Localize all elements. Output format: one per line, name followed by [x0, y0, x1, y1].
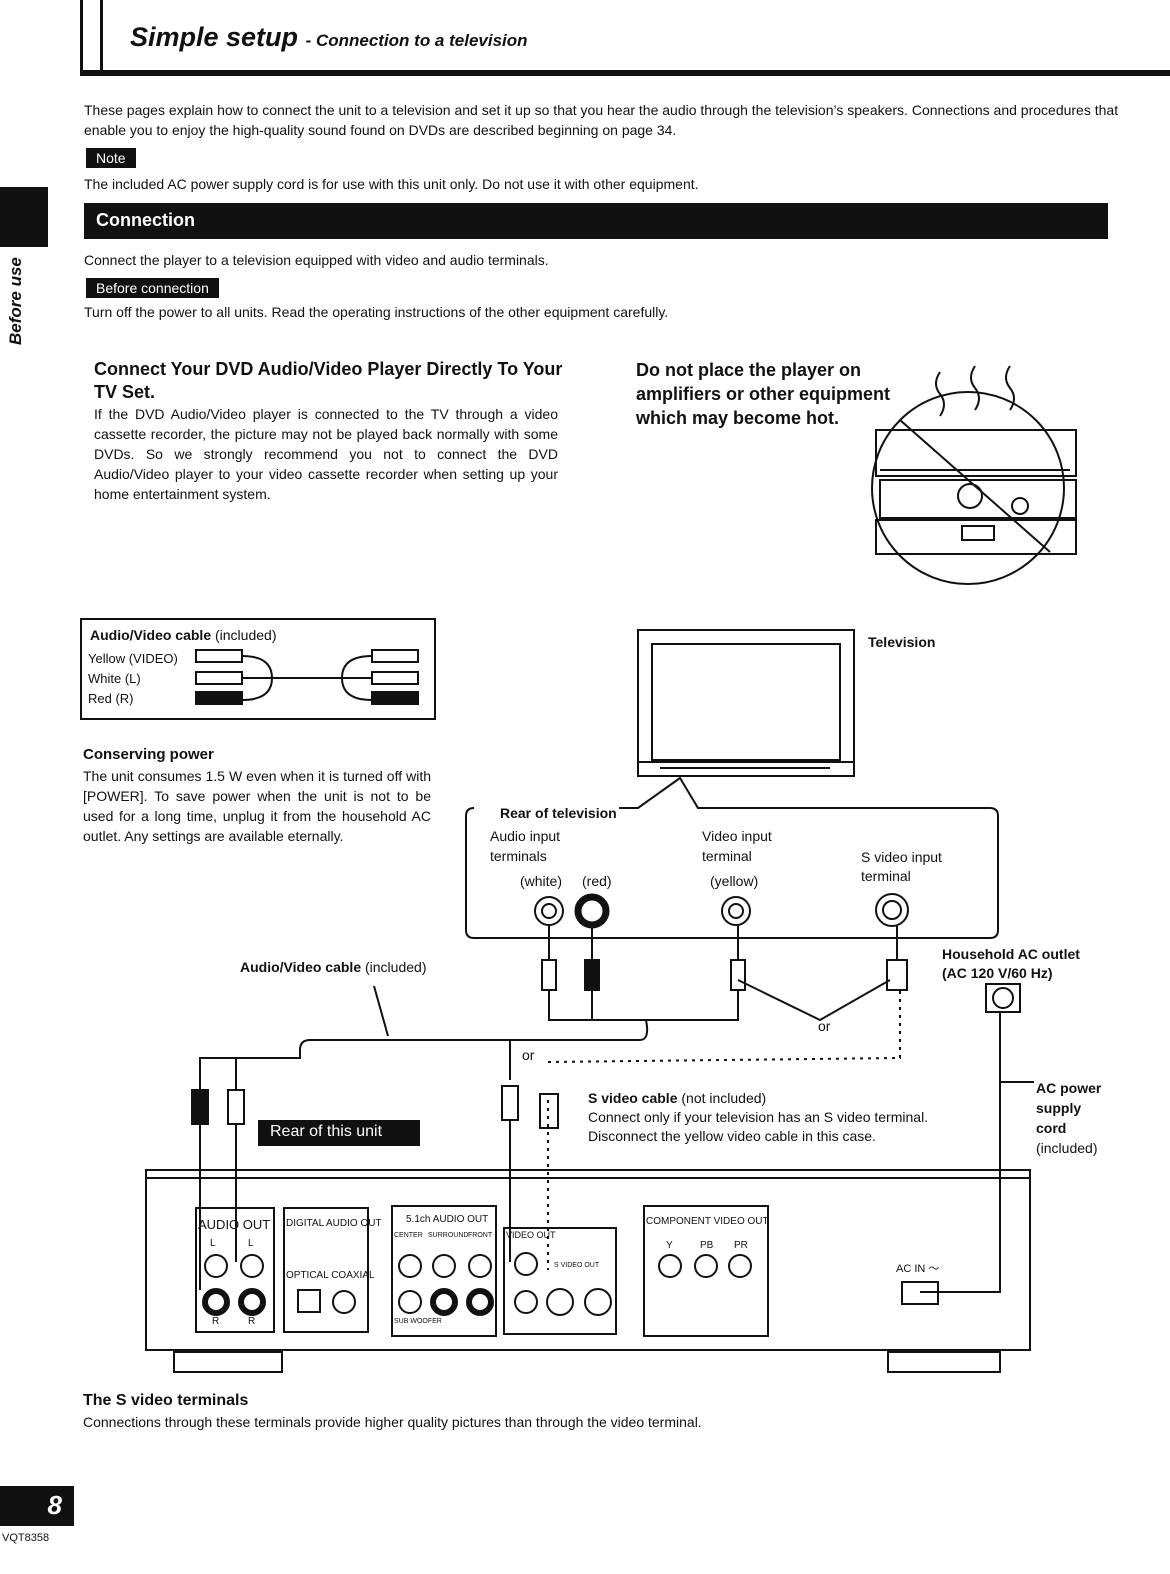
center-label: CENTER — [394, 1232, 423, 1239]
side-tab — [0, 187, 48, 247]
s-video-out-label: S VIDEO OUT — [554, 1262, 600, 1269]
audio-input-label-1: Audio input — [490, 828, 561, 844]
red-label: (red) — [582, 873, 612, 889]
pr-label: PR — [734, 1240, 748, 1251]
cable-row-yellow: Yellow (VIDEO) — [88, 651, 178, 666]
y-label: Y — [666, 1240, 673, 1251]
header-left-rule-inner — [100, 0, 103, 76]
household-outlet-label-1: Household AC outlet — [942, 946, 1080, 962]
s-video-input-label-1: S video input — [861, 849, 942, 865]
conserving-power-text: The unit consumes 1.5 W even when it is … — [83, 768, 431, 844]
pb-label: PB — [700, 1240, 714, 1251]
television-label: Television — [868, 634, 936, 650]
ac-power-label-1: AC power — [1036, 1080, 1102, 1096]
note-text: The included AC power supply cord is for… — [84, 176, 699, 192]
video-input-label-1: Video input — [702, 828, 772, 844]
video-input-label-2: terminal — [702, 848, 752, 864]
component-video-out-label: COMPONENT VIDEO OUT — [646, 1216, 769, 1227]
s-video-cable-note-2: Disconnect the yellow video cable in thi… — [588, 1128, 876, 1144]
heat-warning: Do not place the player on amplifiers or… — [636, 360, 891, 428]
av-cable-diagram-label-rest: (included) — [361, 959, 427, 975]
ac-power-label-4: (included) — [1036, 1140, 1098, 1156]
page-number: 8 — [0, 1486, 74, 1526]
av-cable-box-title-bold: Audio/Video cable — [90, 627, 212, 643]
connection-heading: Connection — [96, 210, 195, 230]
av-cable-box-title: Audio/Video cable (included) — [90, 625, 276, 645]
subwoofer-label: SUB WOOFER — [394, 1318, 442, 1325]
direct-connect-text: If the DVD Audio/Video player is connect… — [94, 406, 558, 502]
audio-out-l-label-2: L — [248, 1238, 254, 1249]
audio-out-r-label-1: R — [212, 1316, 220, 1327]
av-cable-box — [80, 618, 436, 720]
av-cable-illustration — [195, 649, 419, 705]
audio-input-label-2: terminals — [490, 848, 547, 864]
rear-unit-label: Rear of this unit — [270, 1123, 383, 1140]
page-title: Simple setup - Connection to a televisio… — [130, 22, 528, 53]
before-connection-text: Turn off the power to all units. Read th… — [84, 304, 669, 320]
or-label-1: or — [818, 1018, 831, 1034]
note-tag: Note — [86, 148, 136, 168]
s-video-terminals-text: Connections through these terminals prov… — [83, 1414, 702, 1430]
av-cable-box-title-rest: (included) — [211, 627, 277, 643]
s-video-cable-note-1: Connect only if your television has an S… — [588, 1109, 929, 1125]
television-illustration — [637, 629, 855, 777]
intro-paragraph: These pages explain how to connect the u… — [84, 102, 1119, 138]
s-video-terminals-title: The S video terminals — [83, 1392, 249, 1409]
s-video-cable-label-bold: S video cable — [588, 1090, 678, 1106]
front-label: FRONT — [468, 1232, 493, 1239]
video-out-label: VIDEO OUT — [506, 1230, 556, 1240]
s-video-cable-label: S video cable (not included) — [588, 1088, 766, 1108]
s-video-cable-label-rest: (not included) — [677, 1090, 767, 1106]
optical-coaxial-label: OPTICAL COAXIAL — [286, 1270, 375, 1281]
conserving-power-title: Conserving power — [83, 746, 214, 763]
direct-connect-title: Connect Your DVD Audio/Video Player Dire… — [94, 359, 563, 402]
ch-audio-out-label: 5.1ch AUDIO OUT — [406, 1214, 489, 1225]
white-label: (white) — [520, 873, 563, 889]
av-cable-diagram-label: Audio/Video cable (included) — [240, 957, 426, 977]
audio-out-r-label-2: R — [248, 1316, 256, 1327]
header-rule — [80, 70, 1170, 76]
household-outlet-label-2: (AC 120 V/60 Hz) — [942, 965, 1053, 981]
ac-power-label-2: supply — [1036, 1100, 1082, 1116]
page-subtitle: - Connection to a television — [305, 31, 528, 50]
hot-equipment-illustration — [871, 365, 1077, 585]
ac-in-label: AC IN ～ — [896, 1263, 940, 1275]
s-video-input-label-2: terminal — [861, 868, 911, 884]
ac-power-label-3: cord — [1036, 1120, 1067, 1136]
connection-text: Connect the player to a television equip… — [84, 252, 549, 268]
header-left-rule — [80, 0, 83, 76]
document-code: VQT8358 — [2, 1532, 50, 1544]
rear-tv-label: Rear of television — [498, 803, 619, 823]
audio-out-l-label-1: L — [210, 1238, 216, 1249]
yellow-label: (yellow) — [710, 873, 759, 889]
page-title-main: Simple setup — [130, 22, 299, 52]
connection-heading-bar: Connection — [84, 203, 1108, 239]
surround-label: SURROUND — [428, 1232, 469, 1239]
cable-row-white: White (L) — [88, 671, 141, 686]
or-label-2: or — [522, 1047, 535, 1063]
av-cable-diagram-label-bold: Audio/Video cable — [240, 959, 362, 975]
cable-row-red: Red (R) — [88, 691, 134, 706]
digital-audio-out-label: DIGITAL AUDIO OUT — [286, 1218, 382, 1229]
audio-out-label: AUDIO OUT — [198, 1217, 271, 1232]
before-connection-tag: Before connection — [86, 278, 219, 298]
